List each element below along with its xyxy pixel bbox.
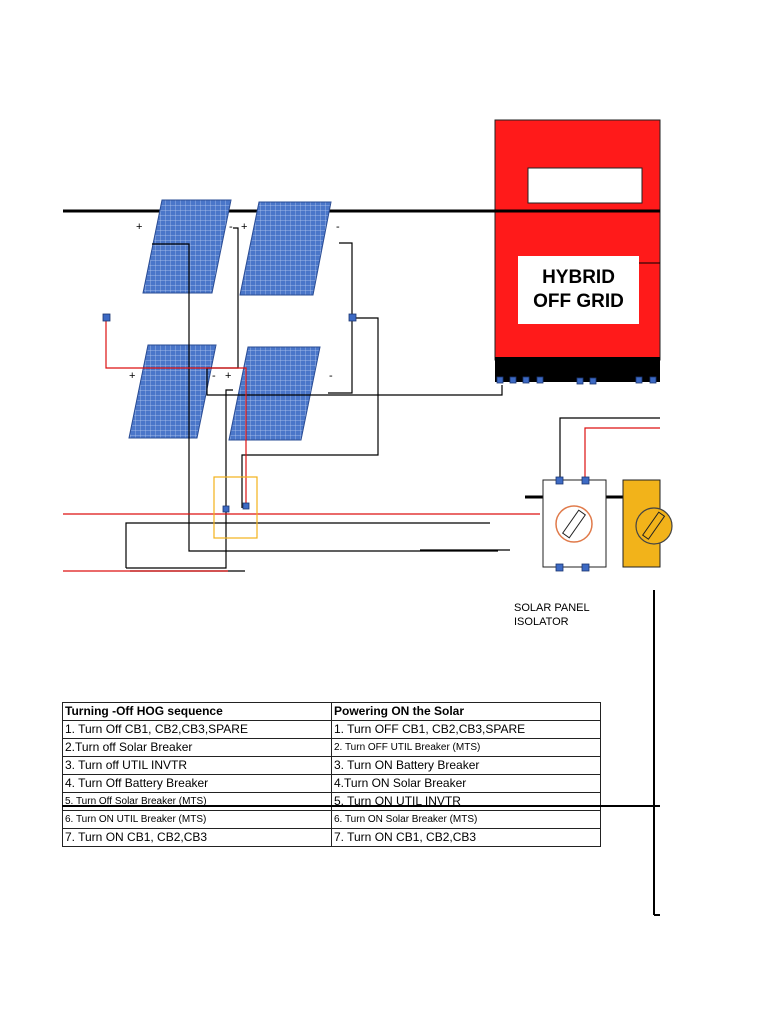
table-cell: 6. Turn ON UTIL Breaker (MTS) [62,810,332,829]
hybrid-inverter [494,119,661,385]
table-cell: 2. Turn OFF UTIL Breaker (MTS) [331,738,601,757]
table-cell: 3. Turn ON Battery Breaker [331,756,601,775]
table-cell: 4.Turn ON Solar Breaker [331,774,601,793]
table-cell: 3. Turn off UTIL INVTR [62,756,332,775]
table-cell: 6. Turn ON Solar Breaker (MTS) [331,810,601,829]
solar-panel [228,346,321,441]
red-wiring [63,318,660,572]
isolator-label: SOLAR PANEL ISOLATOR [514,601,590,629]
panel-plus-sign: + [225,370,232,382]
battery-isolator [622,479,673,568]
solar-panel [128,344,217,439]
solar-panel [142,199,232,294]
inverter-terminals [496,376,657,385]
table-row: 1. Turn Off CB1, CB2,CB3,SPARE 1. Turn O… [62,720,601,739]
table-row: 6. Turn ON UTIL Breaker (MTS) 6. Turn ON… [62,810,601,829]
table-cell: 7. Turn ON CB1, CB2,CB3 [331,828,601,847]
panel-plus-sign: + [136,221,143,233]
table-cell: 1. Turn Off CB1, CB2,CB3,SPARE [62,720,332,739]
junction-box [213,476,258,539]
isolator-label-line1: SOLAR PANEL [514,602,590,614]
panel-minus-sign: - [229,221,233,233]
panel-minus-sign: - [329,370,333,382]
solar-panel [239,201,332,296]
inverter-label-line1: HYBRID [542,267,615,288]
table-cell: 5. Turn Off Solar Breaker (MTS) [62,792,332,811]
wire-connectors [102,313,357,513]
inverter-label-line2: OFF GRID [533,291,624,312]
table-cell: 1. Turn OFF CB1, CB2,CB3,SPARE [331,720,601,739]
panel-minus-sign: - [336,221,340,233]
inverter-display [527,167,643,204]
table-cell: 4. Turn Off Battery Breaker [62,774,332,793]
isolator-label-line2: ISOLATOR [514,616,569,628]
table-header-row: Turning -Off HOG sequence Powering ON th… [62,702,601,721]
inverter-label: HYBRID OFF GRID [518,256,639,324]
table-row: 3. Turn off UTIL INVTR 3. Turn ON Batter… [62,756,601,775]
panel-plus-sign: + [241,221,248,233]
column-header: Turning -Off HOG sequence [62,702,332,721]
table-row: 4. Turn Off Battery Breaker 4.Turn ON So… [62,774,601,793]
solar-panel-isolator [542,476,607,572]
table-row: 2.Turn off Solar Breaker 2. Turn OFF UTI… [62,738,601,757]
table-cell: 7. Turn ON CB1, CB2,CB3 [62,828,332,847]
table-row: 5. Turn Off Solar Breaker (MTS) 5. Turn … [62,792,601,811]
column-header: Powering ON the Solar [331,702,601,721]
panel-plus-sign: + [129,370,136,382]
panel-minus-sign: - [212,370,216,382]
table-cell: 2.Turn off Solar Breaker [62,738,332,757]
sequence-table: Turning -Off HOG sequence Powering ON th… [62,702,601,847]
table-row: 7. Turn ON CB1, CB2,CB3 7. Turn ON CB1, … [62,828,601,847]
solar-panel-array [128,199,332,441]
table-cell: 5. Turn ON UTIL INVTR [331,792,601,811]
